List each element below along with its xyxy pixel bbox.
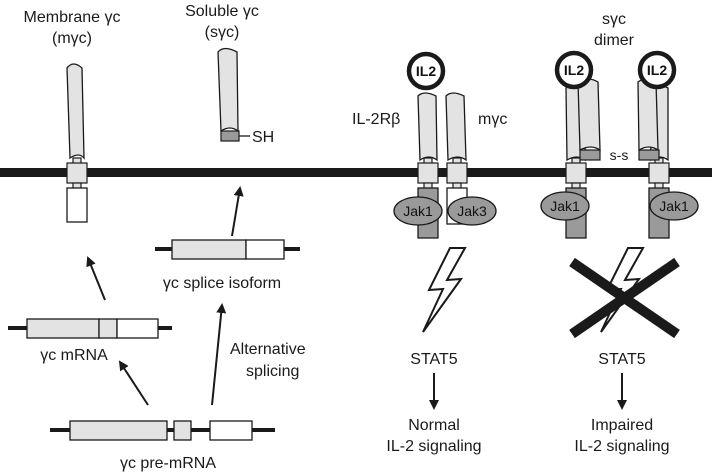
sgc-dimer-label-2: dimer xyxy=(594,32,635,49)
soluble-gc-abbrev: (sγc) xyxy=(205,24,240,41)
premrna-label: γc pre-mRNA xyxy=(120,455,216,472)
jak1-label: Jak1 xyxy=(403,203,433,219)
il2-ligand-label: IL2 xyxy=(416,63,436,79)
jak1-label: Jak1 xyxy=(659,198,689,214)
il2-ligand-label: IL2 xyxy=(647,62,667,78)
membrane-gc-abbrev: (mγc) xyxy=(52,30,92,47)
jak1-kinase-dimer-left: Jak1 xyxy=(540,191,590,221)
disulfide-bond-label: s-s xyxy=(610,147,629,163)
soluble-gc-label: Soluble γc xyxy=(185,3,259,20)
jak3-kinase: Jak3 xyxy=(447,196,497,226)
il2rb-label: IL-2Rβ xyxy=(352,111,400,128)
jak3-label: Jak3 xyxy=(457,203,487,219)
il2-ligand-label: IL2 xyxy=(564,62,584,78)
soluble-gc-receptor xyxy=(217,47,250,142)
il2-ligand-dimer-left: IL2 xyxy=(554,50,594,90)
mrna-transcript xyxy=(8,318,172,339)
mrna-label: γc mRNA xyxy=(40,347,108,364)
sgc-dimer-right xyxy=(637,78,670,239)
stat5-normal-label: STAT5 xyxy=(410,351,458,368)
arrow-premrna-to-isoform xyxy=(211,303,227,406)
membrane-gc-label: Membrane γc xyxy=(24,9,121,26)
il2-ligand: IL2 xyxy=(406,51,446,91)
mgc-label: mγc xyxy=(478,111,507,128)
jak1-kinase-dimer-right: Jak1 xyxy=(649,191,699,221)
impaired-signaling-label-2: IL-2 signaling xyxy=(574,438,669,455)
alternative-splicing-label-2: splicing xyxy=(246,363,299,380)
sgc-dimer-label: sγc xyxy=(602,11,626,28)
normal-signaling-label: Normal xyxy=(408,417,460,434)
jak1-label: Jak1 xyxy=(550,198,580,214)
normal-signaling-label-2: IL-2 signaling xyxy=(386,438,481,455)
arrow-isoform-to-soluble-gc xyxy=(231,186,244,237)
cell-membrane xyxy=(0,168,712,177)
membrane-gc-receptor xyxy=(66,63,88,223)
sh-label: SH xyxy=(252,129,274,146)
stat5-impaired-label: STAT5 xyxy=(598,351,646,368)
alternative-splicing-label: Alternative xyxy=(230,341,306,358)
premrna-transcript xyxy=(50,420,275,441)
arrow-premrna-to-mrna xyxy=(118,360,149,406)
impaired-signaling-label: Impaired xyxy=(591,417,653,434)
blocked-cross-icon xyxy=(569,257,680,339)
arrow-mrna-to-membrane-gc xyxy=(86,256,106,301)
jak1-kinase-normal: Jak1 xyxy=(393,196,443,226)
splice-isoform-label: γc splice isoform xyxy=(163,275,281,292)
lightning-bolt-icon xyxy=(422,247,467,333)
il2-ligand-dimer-right: IL2 xyxy=(637,50,677,90)
splice-isoform-transcript xyxy=(155,239,300,260)
